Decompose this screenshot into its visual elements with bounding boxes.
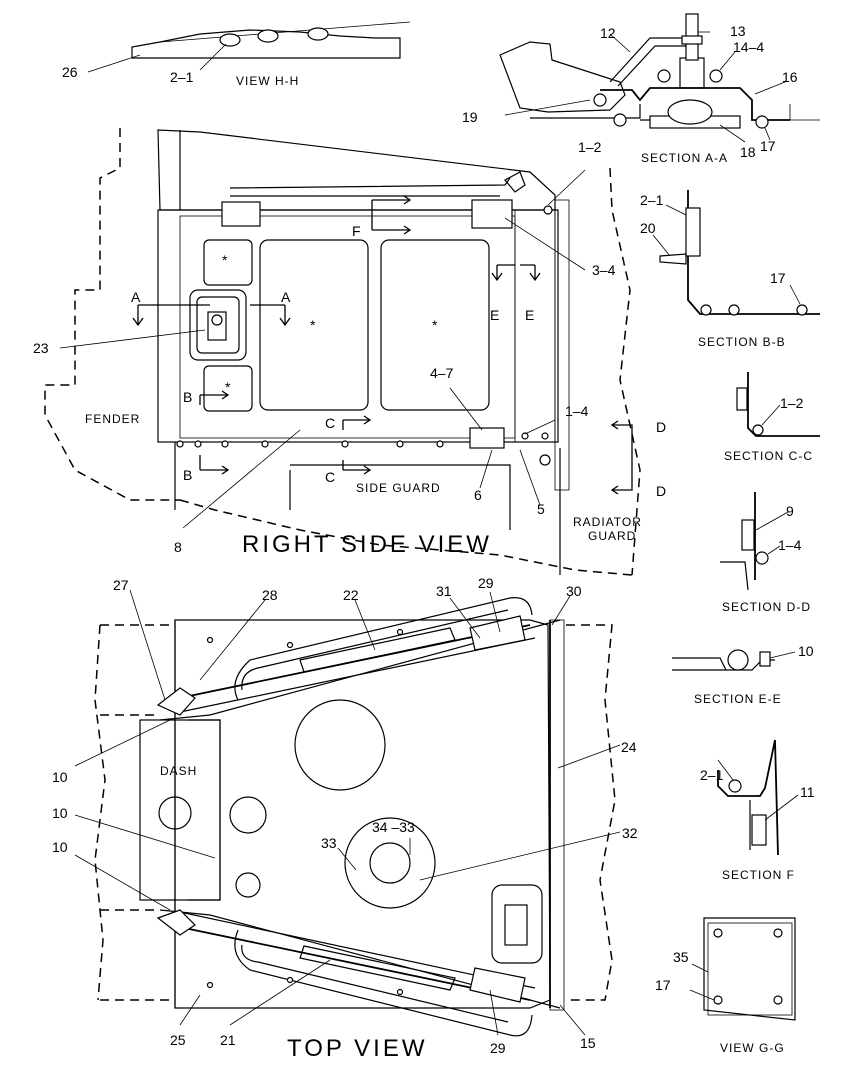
section-bb-label: SECTION B-B [698, 335, 786, 349]
right-side-view: * * * * A A B B C C F E E D D [33, 128, 666, 576]
callout-14-4: 14–4 [733, 39, 764, 55]
cut-e-left: E [490, 307, 499, 323]
callout-19: 19 [462, 109, 478, 125]
svg-text:*: * [225, 379, 231, 395]
callout-30: 30 [566, 583, 582, 599]
dash-label: DASH [160, 764, 197, 778]
top-view-title: TOP VIEW [287, 1035, 427, 1062]
callout-10-a: 10 [52, 769, 68, 785]
callout-9: 9 [786, 503, 794, 519]
callout-28: 28 [262, 587, 278, 603]
callout-20: 20 [640, 220, 656, 236]
callout-29-bottom: 29 [490, 1040, 506, 1056]
section-dd-label: SECTION D-D [722, 600, 811, 614]
radiator-label: RADIATOR [573, 515, 642, 529]
callout-3-4: 3–4 [592, 262, 616, 278]
cut-c-top: C [325, 415, 335, 431]
view-gg: 35 17 VIEW G-G [655, 917, 796, 1055]
view-hh-label: VIEW H-H [236, 74, 299, 88]
callout-1-2-main: 1–2 [578, 139, 602, 155]
svg-text:*: * [432, 317, 438, 333]
callout-16: 16 [782, 69, 798, 85]
callout-2-1-hh: 2–1 [170, 69, 194, 85]
callout-11: 11 [800, 784, 815, 800]
svg-text:*: * [310, 317, 316, 333]
section-f-label: SECTION F [722, 868, 795, 882]
callout-33: 33 [321, 835, 337, 851]
fender-label: FENDER [85, 412, 140, 426]
callout-27: 27 [113, 577, 129, 593]
callout-31: 31 [436, 583, 452, 599]
callout-10-c: 10 [52, 839, 68, 855]
cut-b-top: B [183, 389, 192, 405]
callout-26: 26 [62, 64, 78, 80]
cut-a-left: A [131, 289, 141, 305]
callout-21: 21 [220, 1032, 236, 1048]
section-ee: 10 SECTION E-E [672, 643, 814, 706]
section-dd: 9 1–4 SECTION D-D [720, 492, 811, 614]
callout-13: 13 [730, 23, 746, 39]
callout-24: 24 [621, 739, 637, 755]
callout-15: 15 [580, 1035, 596, 1051]
callout-2-1-f: 2–1 [700, 767, 724, 783]
callout-23: 23 [33, 340, 49, 356]
section-cc-label: SECTION C-C [724, 449, 813, 463]
cut-c-bottom: C [325, 469, 335, 485]
top-view: 27 28 22 31 29 30 10 10 10 24 33 34 –33 … [52, 575, 638, 1062]
cut-b-bottom: B [183, 467, 192, 483]
cut-a-right: A [281, 289, 291, 305]
callout-12: 12 [600, 25, 616, 41]
view-hh: 26 2–1 VIEW H-H [62, 21, 411, 88]
section-aa: 12 13 14–4 16 19 18 17 SECTION A-A [462, 13, 820, 165]
callout-10-b: 10 [52, 805, 68, 821]
callout-2-1-bb: 2–1 [640, 192, 664, 208]
callout-17-bb: 17 [770, 270, 786, 286]
callout-17-aa: 17 [760, 138, 776, 154]
callout-18: 18 [740, 144, 756, 160]
callout-10-ee: 10 [798, 643, 814, 659]
callout-32: 32 [622, 825, 638, 841]
side-guard-label: SIDE GUARD [356, 481, 441, 495]
callout-25: 25 [170, 1032, 186, 1048]
callout-4-7: 4–7 [430, 365, 454, 381]
svg-text:*: * [222, 252, 228, 268]
guard-label: GUARD [588, 529, 636, 543]
callout-1-2-cc: 1–2 [780, 395, 804, 411]
view-gg-label: VIEW G-G [720, 1041, 785, 1055]
cut-d-bottom: D [656, 483, 666, 499]
callout-34-33: 34 –33 [372, 819, 415, 835]
section-bb: 2–1 20 17 SECTION B-B [640, 190, 820, 349]
right-side-view-title: RIGHT SIDE VIEW [242, 531, 492, 558]
callout-17-gg: 17 [655, 977, 671, 993]
cut-f: F [352, 223, 361, 239]
section-aa-label: SECTION A-A [641, 151, 728, 165]
callout-22: 22 [343, 587, 359, 603]
section-f: 2–1 11 SECTION F [700, 739, 815, 882]
cut-d-top: D [656, 419, 666, 435]
callout-5: 5 [537, 501, 545, 517]
callout-8: 8 [174, 539, 182, 555]
callout-35: 35 [673, 949, 689, 965]
callout-6: 6 [474, 487, 482, 503]
callout-29-top: 29 [478, 575, 494, 591]
cut-e-right: E [525, 307, 534, 323]
callout-1-4-main: 1–4 [565, 403, 589, 419]
section-cc: 1–2 SECTION C-C [724, 372, 820, 463]
callout-1-4-dd: 1–4 [778, 537, 802, 553]
section-ee-label: SECTION E-E [694, 692, 782, 706]
